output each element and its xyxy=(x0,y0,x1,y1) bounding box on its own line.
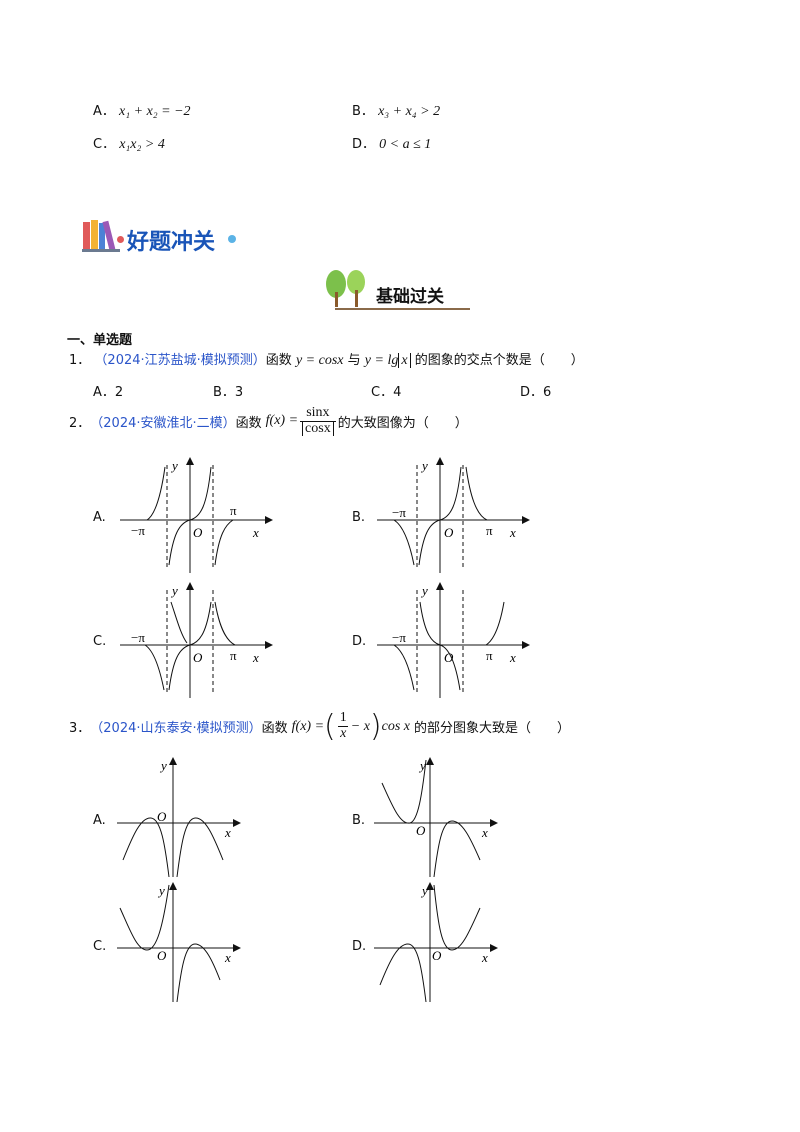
svg-text:x: x xyxy=(481,825,488,840)
svg-text:O: O xyxy=(157,948,167,963)
question-2: 2． （2024·安徽淮北·二模）函数 f(x) = sinx cosx 的大致… xyxy=(69,405,468,436)
section-title: 好题冲关 xyxy=(127,230,216,255)
pi-label: π xyxy=(230,503,237,518)
svg-text:O: O xyxy=(416,823,426,838)
question-3: 3． （2024·山东泰安·模拟预测）函数 f(x) = ( 1 x − x )… xyxy=(69,709,571,744)
q3-graph-d: y x O xyxy=(374,882,498,1003)
section-subtitle: 基础过关 xyxy=(376,287,444,307)
q1-option-b: B．3 xyxy=(213,385,244,400)
svg-text:O: O xyxy=(444,525,454,540)
part-heading: 一、单选题 xyxy=(67,333,133,348)
q2-label-a: A. xyxy=(93,510,106,525)
svg-text:y: y xyxy=(157,883,165,898)
svg-text:O: O xyxy=(193,650,203,665)
axis-x: x xyxy=(252,525,259,540)
prev-option-d: D． 0 < a ≤ 1 xyxy=(352,137,432,152)
svg-text:y: y xyxy=(418,758,426,773)
svg-text:π: π xyxy=(486,523,493,538)
q3-graph-c: y x O xyxy=(117,882,241,1003)
trees-icon xyxy=(322,268,370,310)
axis-y: y xyxy=(170,458,178,473)
svg-text:x: x xyxy=(481,950,488,965)
svg-text:y: y xyxy=(420,458,428,473)
q3-graph-a: y x O xyxy=(117,757,241,878)
q2-graph-a: y x O −π π xyxy=(120,457,273,573)
axis-o: O xyxy=(193,525,203,540)
title-dot xyxy=(117,236,124,243)
q3-label-b: B. xyxy=(352,813,366,828)
q1-option-d: D．6 xyxy=(520,385,552,400)
title-dot-blue xyxy=(228,235,236,243)
q3-source: （2024·山东泰安·模拟预测） xyxy=(90,721,262,736)
svg-text:y: y xyxy=(420,583,428,598)
svg-text:−π: −π xyxy=(392,630,406,645)
subtitle-underline xyxy=(335,308,470,310)
q1-source: （2024·江苏盐城·模拟预测） xyxy=(94,353,266,368)
q2-label-c: C. xyxy=(93,634,107,649)
q1-option-a: A．2 xyxy=(93,385,124,400)
q3-graph-b: y x O xyxy=(374,757,498,878)
svg-text:y: y xyxy=(420,883,428,898)
q3-fraction: 1 x xyxy=(338,710,349,741)
svg-text:x: x xyxy=(224,825,231,840)
svg-text:x: x xyxy=(252,650,259,665)
svg-text:−π: −π xyxy=(392,505,406,520)
neg-pi-label: −π xyxy=(131,523,145,538)
books-icon xyxy=(82,218,122,252)
svg-text:π: π xyxy=(486,648,493,663)
svg-text:O: O xyxy=(444,650,454,665)
q2-source: （2024·安徽淮北·二模） xyxy=(90,415,236,431)
svg-text:x: x xyxy=(509,525,516,540)
q1-option-c: C．4 xyxy=(371,385,402,400)
svg-text:y: y xyxy=(170,583,178,598)
svg-text:π: π xyxy=(230,648,237,663)
svg-text:x: x xyxy=(224,950,231,965)
svg-text:y: y xyxy=(159,758,167,773)
q3-label-c: C. xyxy=(93,939,107,954)
svg-text:O: O xyxy=(432,948,442,963)
prev-option-c: C． x₁x₂ > 4 xyxy=(93,137,165,152)
q2-graph-c: y x O −π π xyxy=(120,582,273,698)
q2-graph-d: y x O −π π xyxy=(377,582,530,698)
svg-text:O: O xyxy=(157,809,167,824)
svg-text:−π: −π xyxy=(131,630,145,645)
svg-text:x: x xyxy=(509,650,516,665)
q3-label-d: D. xyxy=(352,939,367,954)
q3-label-a: A. xyxy=(93,813,106,828)
prev-option-b: B． x₃ + x₄ > 2 xyxy=(352,104,441,119)
q2-fraction: sinx cosx xyxy=(300,405,336,436)
q2-graph-b: y x O −π π xyxy=(377,457,530,573)
q2-label-b: B. xyxy=(352,510,366,525)
prev-option-a: A． x₁ + x₂ = −2 xyxy=(93,104,191,119)
q2-label-d: D. xyxy=(352,634,367,649)
